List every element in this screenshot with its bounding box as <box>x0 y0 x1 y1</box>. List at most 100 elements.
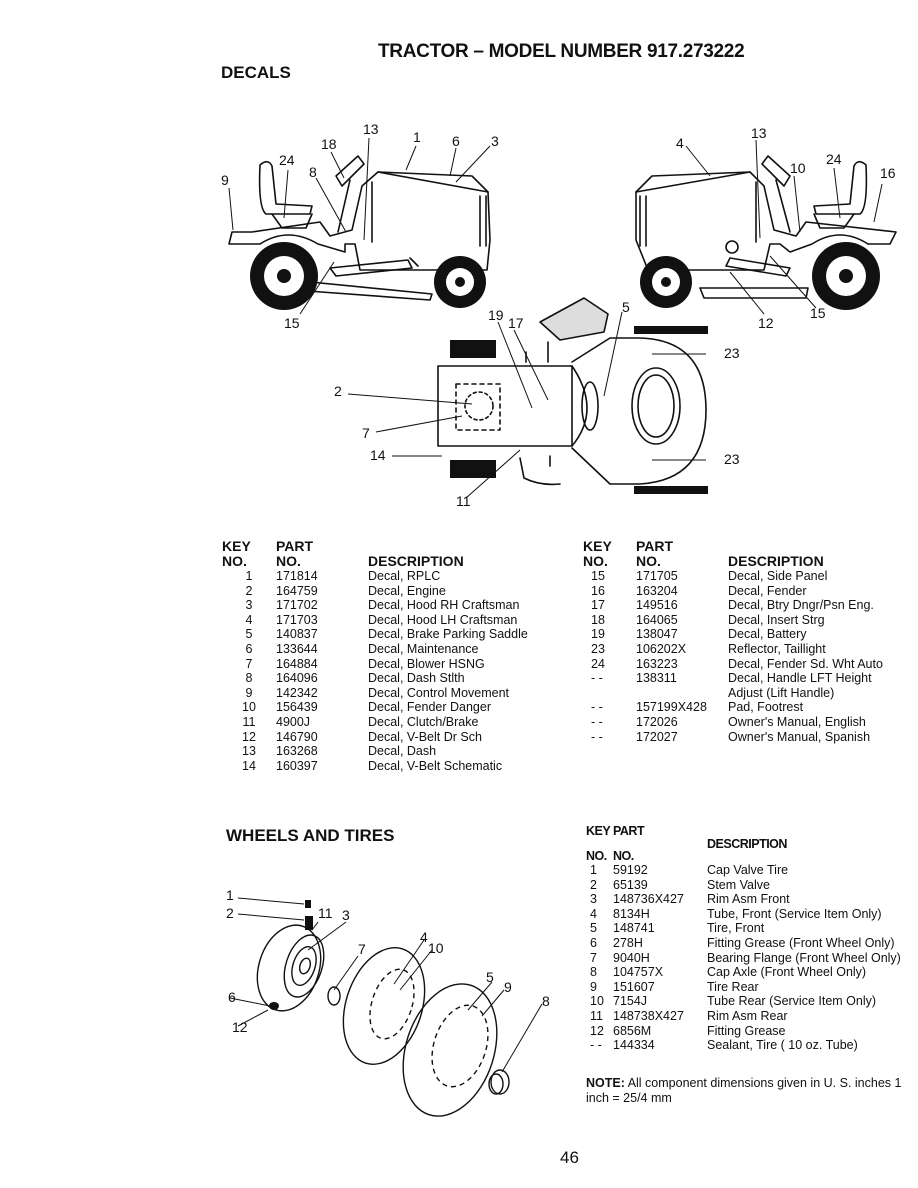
table-row: Adjust (Lift Handle) <box>583 686 883 701</box>
key-cell: 10 <box>590 994 604 1009</box>
callout-15: 15 <box>810 305 826 321</box>
wheels-heading: WHEELS AND TIRES <box>226 826 395 845</box>
callout-3: 3 <box>491 133 499 149</box>
description-cell: Tire, Front <box>707 921 765 936</box>
description-cell: Decal, Brake Parking Saddle <box>368 627 528 642</box>
description-cell: Rim Asm Rear <box>707 1008 788 1023</box>
part-number-cell: 59192 <box>613 863 648 877</box>
key-cell: 4 <box>245 612 253 627</box>
callout-9: 9 <box>504 979 512 995</box>
bearing-flange <box>327 986 341 1006</box>
key-cell: - - <box>591 700 603 715</box>
part-number-cell: 278H <box>613 935 643 950</box>
callout-18: 18 <box>321 136 337 152</box>
key-header-top: KEY <box>586 824 611 838</box>
callout-6: 6 <box>452 133 460 149</box>
key-cell: 12 <box>242 729 256 744</box>
description-header: DESCRIPTION <box>728 553 824 569</box>
description-cell: Decal, Battery <box>728 627 807 642</box>
part-number-cell: 171702 <box>276 598 318 613</box>
part-header-top: PART <box>613 824 645 838</box>
callout-7: 7 <box>362 425 370 441</box>
page-title: TRACTOR – MODEL NUMBER 917.273222 <box>378 41 745 62</box>
key-header-bottom: NO. <box>222 553 247 569</box>
key-cell: - - <box>591 729 603 744</box>
key-cell: 5 <box>245 627 253 642</box>
key-cell: 16 <box>591 583 605 598</box>
key-cell: 10 <box>242 700 256 715</box>
key-cell: 12 <box>590 1023 604 1038</box>
callout-4: 4 <box>676 135 684 151</box>
part-number-cell: 148736X427 <box>613 892 684 907</box>
callout-2: 2 <box>334 383 342 399</box>
callout-6: 6 <box>228 989 236 1005</box>
description-cell: Cap Axle (Front Wheel Only) <box>707 965 867 980</box>
key-cell: 15 <box>591 569 605 583</box>
part-number-cell: 8134H <box>613 906 650 921</box>
callout-14: 14 <box>370 447 386 463</box>
decals-heading: DECALS <box>221 63 291 82</box>
callout-13: 13 <box>363 121 379 137</box>
callout-7: 7 <box>358 941 366 957</box>
key-cell: 11 <box>590 1008 603 1023</box>
valve-stem <box>305 916 313 930</box>
description-cell: Cap Valve Tire <box>707 863 789 877</box>
note-text: All component dimensions given in U. S. … <box>586 1076 902 1105</box>
valve-cap <box>305 900 311 908</box>
description-cell: Tire Rear <box>707 979 759 994</box>
part-number-cell: 142342 <box>276 685 318 700</box>
key-cell: 9 <box>245 685 253 700</box>
callout-9: 9 <box>221 172 229 188</box>
description-cell: Decal, Dash Stlth <box>368 671 465 686</box>
part-number-cell: 163223 <box>636 656 678 671</box>
page-number: 46 <box>560 1148 579 1167</box>
key-cell: - - <box>590 1038 602 1053</box>
callout-16: 16 <box>880 165 896 181</box>
callout-2: 2 <box>226 905 234 921</box>
description-cell: Owner's Manual, Spanish <box>728 729 871 744</box>
description-cell: Decal, Fender Danger <box>368 700 491 715</box>
key-cell: 6 <box>245 641 253 656</box>
part-header-bottom: NO. <box>636 553 661 569</box>
key-cell: 13 <box>242 744 256 759</box>
description-cell: Decal, Hood RH Craftsman <box>368 598 520 613</box>
part-number-cell: 172027 <box>636 729 678 744</box>
description-cell: Tube, Front (Service Item Only) <box>707 906 882 921</box>
description-cell: Reflector, Taillight <box>728 641 826 656</box>
key-cell: 3 <box>590 892 597 907</box>
description-cell: Decal, Handle LFT Height <box>728 671 872 686</box>
part-number-cell: 163204 <box>636 583 678 598</box>
description-cell: Adjust (Lift Handle) <box>728 685 835 700</box>
description-cell: Decal, Hood LH Craftsman <box>368 612 518 627</box>
callout-12: 12 <box>758 315 774 331</box>
part-number-cell: 138047 <box>636 627 678 642</box>
description-cell: Decal, Engine <box>368 583 446 598</box>
key-cell: 9 <box>590 979 597 994</box>
callout-10: 10 <box>428 940 444 956</box>
part-number-cell: 6856M <box>613 1023 652 1038</box>
table-row: - - 172027 Owner's Manual, Spanish <box>583 730 883 745</box>
description-cell: Sealant, Tire ( 10 oz. Tube) <box>707 1038 858 1053</box>
key-cell: 14 <box>242 758 256 773</box>
description-cell: Decal, V-Belt Dr Sch <box>368 729 482 744</box>
part-number-cell: 138311 <box>636 671 677 686</box>
